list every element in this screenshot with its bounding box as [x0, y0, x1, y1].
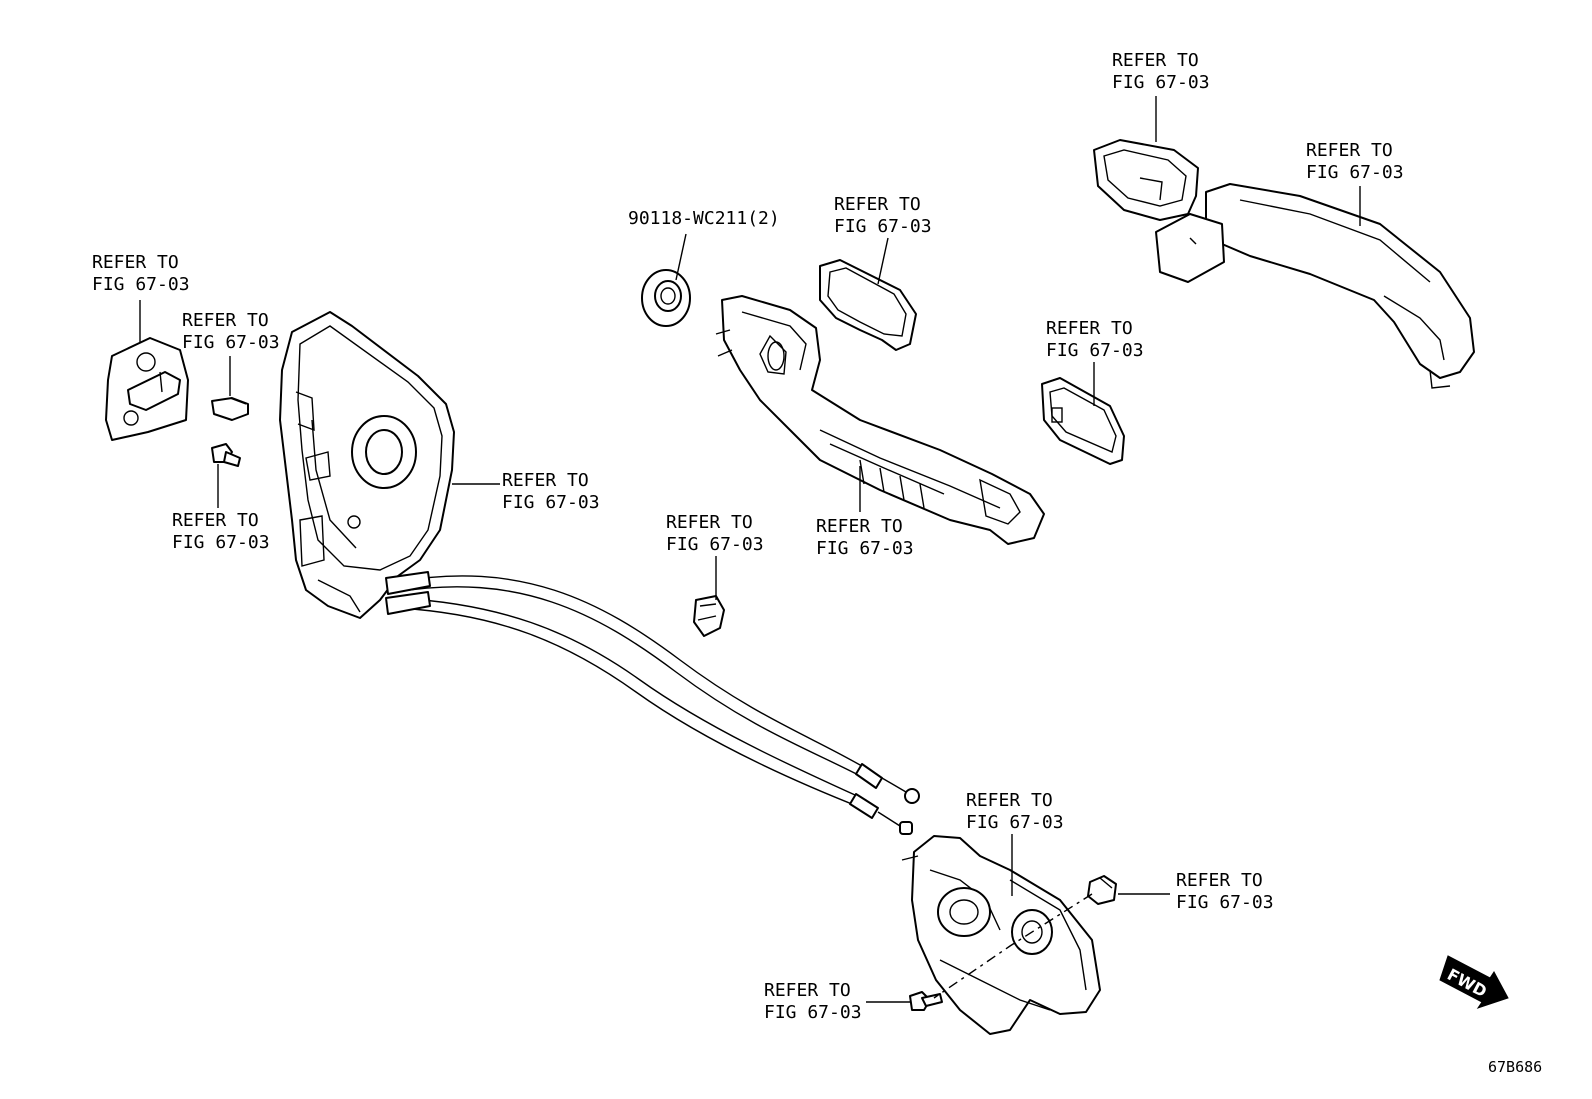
callout-line: FIG 67-03	[666, 534, 764, 555]
callout-line: REFER TO	[1306, 140, 1393, 161]
callout-outside-handle: REFER TO FIG 67-03	[1306, 140, 1404, 184]
callout-line: FIG 67-03	[764, 1002, 862, 1023]
callout-line: REFER TO	[1046, 318, 1133, 339]
callout-handle-pad: REFER TO FIG 67-03	[834, 194, 932, 238]
callout-striker: REFER TO FIG 67-03	[92, 252, 190, 296]
callout-line: FIG 67-03	[966, 812, 1064, 833]
callout-line: FIG 67-03	[834, 216, 932, 237]
callout-line: FIG 67-03	[1046, 340, 1144, 361]
leader-lines	[139, 96, 1361, 1003]
callout-handle-cover: REFER TO FIG 67-03	[1112, 50, 1210, 94]
door-striker	[105, 337, 189, 441]
callout-plug: 90118-WC211(2)	[628, 208, 780, 230]
callout-line: FIG 67-03	[92, 274, 190, 295]
callout-line: REFER TO	[502, 470, 589, 491]
callout-inside-handle: REFER TO FIG 67-03	[966, 790, 1064, 834]
cable-clip	[693, 595, 725, 637]
inside-screw	[909, 991, 943, 1011]
striker-screw	[211, 397, 249, 421]
callout-striker-screw: REFER TO FIG 67-03	[182, 310, 280, 354]
callout-line: REFER TO	[1112, 50, 1199, 71]
callout-handle-frame: REFER TO FIG 67-03	[816, 516, 914, 560]
door-lock-assembly	[279, 311, 455, 619]
callout-stud: REFER TO FIG 67-03	[172, 510, 270, 554]
handle-cover	[1093, 139, 1199, 221]
outside-handle	[1155, 183, 1475, 389]
callout-line: REFER TO	[172, 510, 259, 531]
callout-line: REFER TO	[816, 516, 903, 537]
callout-line: FIG 67-03	[172, 532, 270, 553]
outside-handle-frame	[715, 295, 1045, 545]
callout-line: FIG 67-03	[1306, 162, 1404, 183]
part-number: 90118-WC211(2)	[628, 208, 780, 229]
callout-line: FIG 67-03	[182, 332, 280, 353]
inside-handle	[901, 835, 1101, 1035]
callout-line: FIG 67-03	[1112, 72, 1210, 93]
callout-lock-assembly: REFER TO FIG 67-03	[502, 470, 600, 514]
stud-bolt	[211, 443, 241, 467]
cap	[1087, 875, 1117, 905]
callout-line: REFER TO	[182, 310, 269, 331]
callout-inside-screw: REFER TO FIG 67-03	[764, 980, 862, 1024]
callout-clip: REFER TO FIG 67-03	[666, 512, 764, 556]
callout-line: REFER TO	[92, 252, 179, 273]
small-pad	[1041, 377, 1125, 465]
callout-line: REFER TO	[966, 790, 1053, 811]
figure-reference: 67B686	[1488, 1058, 1543, 1076]
callout-small-pad: REFER TO FIG 67-03	[1046, 318, 1144, 362]
hole-plug	[641, 269, 691, 327]
assembly-line	[933, 893, 1093, 999]
control-cables	[385, 571, 920, 835]
fwd-arrow-icon: FWD	[1439, 955, 1509, 1009]
callout-line: REFER TO	[1176, 870, 1263, 891]
callout-line: FIG 67-03	[1176, 892, 1274, 913]
callout-cap: REFER TO FIG 67-03	[1176, 870, 1274, 914]
callout-line: REFER TO	[764, 980, 851, 1001]
callout-line: FIG 67-03	[816, 538, 914, 559]
callout-line: REFER TO	[666, 512, 753, 533]
callout-line: REFER TO	[834, 194, 921, 215]
callout-line: FIG 67-03	[502, 492, 600, 513]
handle-pad	[819, 259, 917, 351]
